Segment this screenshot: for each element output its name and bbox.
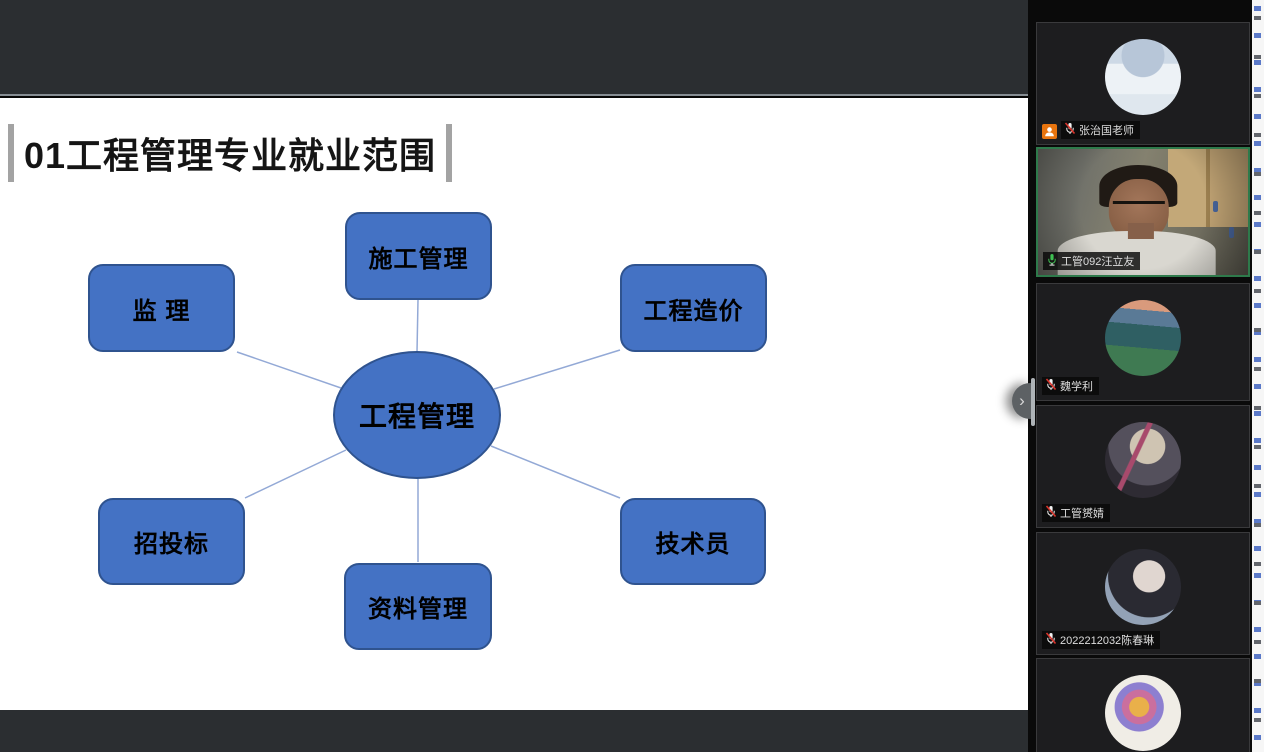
diagram-center-ellipse: 工程管理 xyxy=(333,351,501,479)
mic-muted-icon xyxy=(1045,632,1057,648)
participant-namebar: 工管赟婧 xyxy=(1042,504,1110,522)
mic-on-icon xyxy=(1046,253,1058,269)
participant-name: 张治国老师 xyxy=(1079,125,1134,137)
participant-name: 魏学利 xyxy=(1060,381,1093,393)
title-left-bar xyxy=(8,124,14,182)
participants-scrollbar-thumb[interactable] xyxy=(1031,378,1035,426)
webcam-video xyxy=(1038,149,1248,275)
diagram-node-document-management: 资料管理 xyxy=(344,563,492,650)
diagram-node-technician: 技术员 xyxy=(620,498,766,585)
sidebar-collapse-handle[interactable]: › xyxy=(1012,383,1032,419)
host-icon xyxy=(1042,124,1057,139)
slide-title: 01工程管理专业就业范围 xyxy=(8,124,453,182)
slide-title-text: 01工程管理专业就业范围 xyxy=(24,135,437,176)
diagram-node-bidding: 招投标 xyxy=(98,498,245,585)
participant-namebar: 张治国老师 xyxy=(1042,121,1140,139)
participant-tile-active-speaker[interactable]: 工管092汪立友 xyxy=(1036,147,1250,277)
share-top-band xyxy=(0,0,1028,96)
avatar xyxy=(1105,300,1181,376)
participant-name: 工管092汪立友 xyxy=(1061,256,1135,268)
participant-tile[interactable] xyxy=(1036,658,1250,752)
title-right-bar xyxy=(446,124,453,182)
avatar xyxy=(1105,39,1181,115)
chevron-right-icon: › xyxy=(1019,391,1025,410)
diagram-connectors xyxy=(236,299,621,562)
participant-namebar: 魏学利 xyxy=(1042,377,1099,395)
mic-muted-icon xyxy=(1045,378,1057,394)
background-window-sliver xyxy=(1252,0,1264,752)
participant-namebar: 工管092汪立友 xyxy=(1043,252,1141,270)
presentation-slide: 01工程管理专业就业范围 施工管理 监 理 工程造价 招投标 资料管理 技术员 … xyxy=(0,98,1028,710)
mic-muted-icon xyxy=(1045,505,1057,521)
participant-tile[interactable]: 2022212032陈春琳 xyxy=(1036,532,1250,655)
wardrobe-background xyxy=(1168,149,1248,238)
participant-namebar: 2022212032陈春琳 xyxy=(1042,631,1161,649)
share-bottom-band xyxy=(0,710,1028,752)
avatar xyxy=(1105,422,1181,498)
mic-muted-icon xyxy=(1064,122,1076,138)
avatar xyxy=(1105,549,1181,625)
glasses xyxy=(1112,200,1165,213)
participant-tile[interactable]: 工管赟婧 xyxy=(1036,405,1250,528)
diagram-node-construction-management: 施工管理 xyxy=(345,212,492,300)
participant-tile[interactable]: 魏学利 xyxy=(1036,283,1250,401)
participants-sidebar: 张治国老师 xyxy=(1028,0,1252,752)
diagram-node-cost-engineering: 工程造价 xyxy=(620,264,767,352)
participant-name: 2022212032陈春琳 xyxy=(1060,635,1155,647)
avatar xyxy=(1105,675,1181,751)
participant-name: 工管赟婧 xyxy=(1060,508,1104,520)
diagram-node-supervision: 监 理 xyxy=(88,264,235,352)
participant-tile[interactable]: 张治国老师 xyxy=(1036,22,1250,145)
